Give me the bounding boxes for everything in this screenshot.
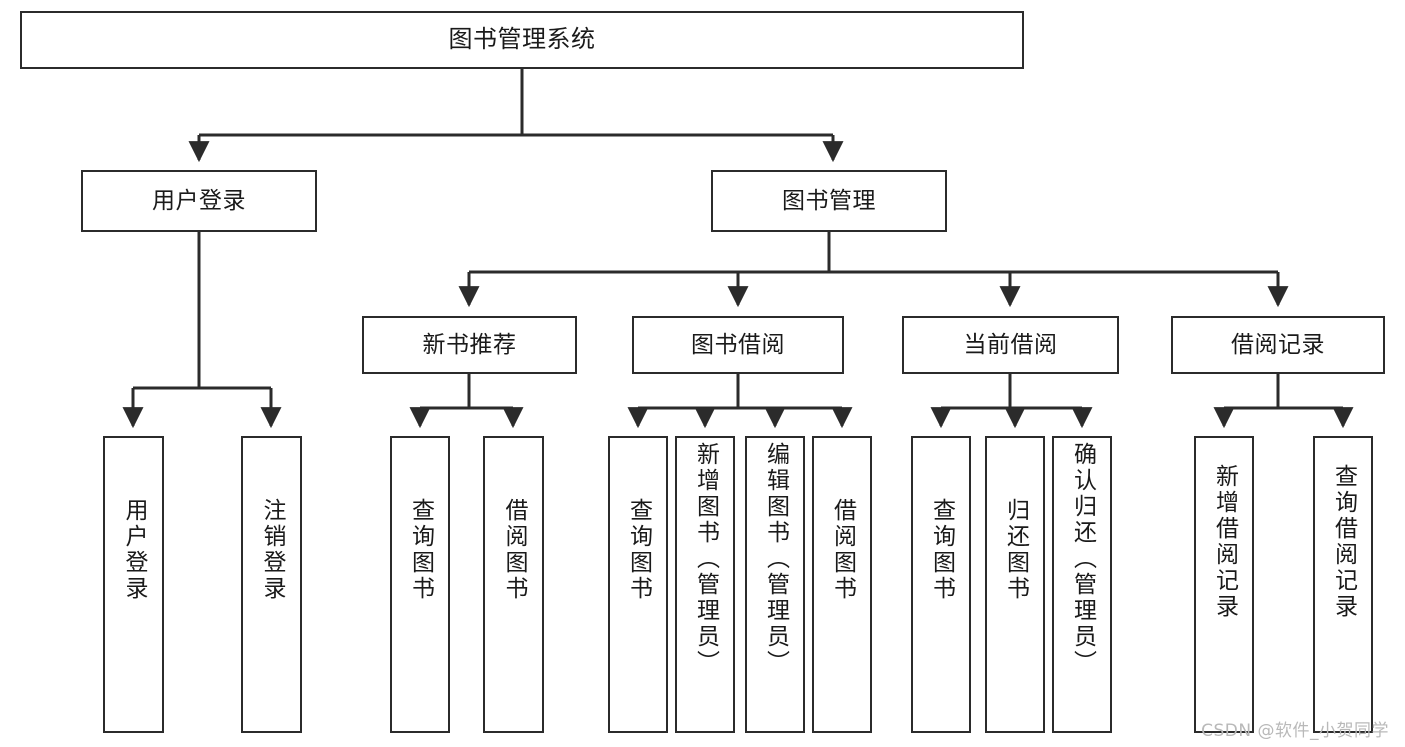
node-leaf-query-book-1[interactable]: 查询图书 [390,436,450,733]
node-current-borrow[interactable]: 当前借阅 [902,316,1119,374]
node-leaf-add-record-label: 新增借阅记录 [1211,464,1238,620]
node-leaf-add-book-label: 新增图书（管理员） [692,442,719,676]
node-leaf-query-book-2-label: 查询图书 [625,498,652,602]
node-root[interactable]: 图书管理系统 [20,11,1024,69]
node-leaf-user-login-label: 用户登录 [121,498,147,602]
node-root-label: 图书管理系统 [448,25,596,54]
node-leaf-query-book-1-label: 查询图书 [407,498,434,602]
node-leaf-confirm-return[interactable]: 确认归还（管理员） [1052,436,1112,733]
node-leaf-logout-label: 注销登录 [259,498,285,602]
node-borrow-record[interactable]: 借阅记录 [1171,316,1385,374]
node-leaf-query-book-2[interactable]: 查询图书 [608,436,668,733]
node-leaf-add-record[interactable]: 新增借阅记录 [1194,436,1254,733]
node-new-book-rec[interactable]: 新书推荐 [362,316,577,374]
node-borrow-record-label: 借阅记录 [1231,331,1325,358]
node-book-borrow-label: 图书借阅 [691,331,785,358]
node-leaf-borrow-book-1[interactable]: 借阅图书 [483,436,544,733]
node-user-login[interactable]: 用户登录 [81,170,317,232]
node-book-borrow[interactable]: 图书借阅 [632,316,844,374]
node-leaf-confirm-return-label: 确认归还（管理员） [1069,442,1096,676]
node-leaf-logout[interactable]: 注销登录 [241,436,302,733]
node-new-book-rec-label: 新书推荐 [422,331,517,358]
node-leaf-return-book[interactable]: 归还图书 [985,436,1045,733]
node-leaf-user-login[interactable]: 用户登录 [103,436,164,733]
node-leaf-return-book-label: 归还图书 [1002,498,1029,602]
node-leaf-borrow-book-2[interactable]: 借阅图书 [812,436,872,733]
node-user-login-label: 用户登录 [152,187,246,214]
node-leaf-edit-book-label: 编辑图书（管理员） [762,442,789,676]
node-leaf-edit-book[interactable]: 编辑图书（管理员） [745,436,805,733]
node-leaf-add-book[interactable]: 新增图书（管理员） [675,436,735,733]
node-leaf-query-book-3[interactable]: 查询图书 [911,436,971,733]
node-current-borrow-label: 当前借阅 [963,331,1058,358]
node-leaf-borrow-book-2-label: 借阅图书 [829,498,856,602]
node-book-manage-label: 图书管理 [782,187,876,214]
node-leaf-query-record-label: 查询借阅记录 [1330,464,1357,620]
node-leaf-query-record[interactable]: 查询借阅记录 [1313,436,1373,733]
node-leaf-query-book-3-label: 查询图书 [928,498,955,602]
node-book-manage[interactable]: 图书管理 [711,170,947,232]
node-leaf-borrow-book-1-label: 借阅图书 [501,498,527,602]
